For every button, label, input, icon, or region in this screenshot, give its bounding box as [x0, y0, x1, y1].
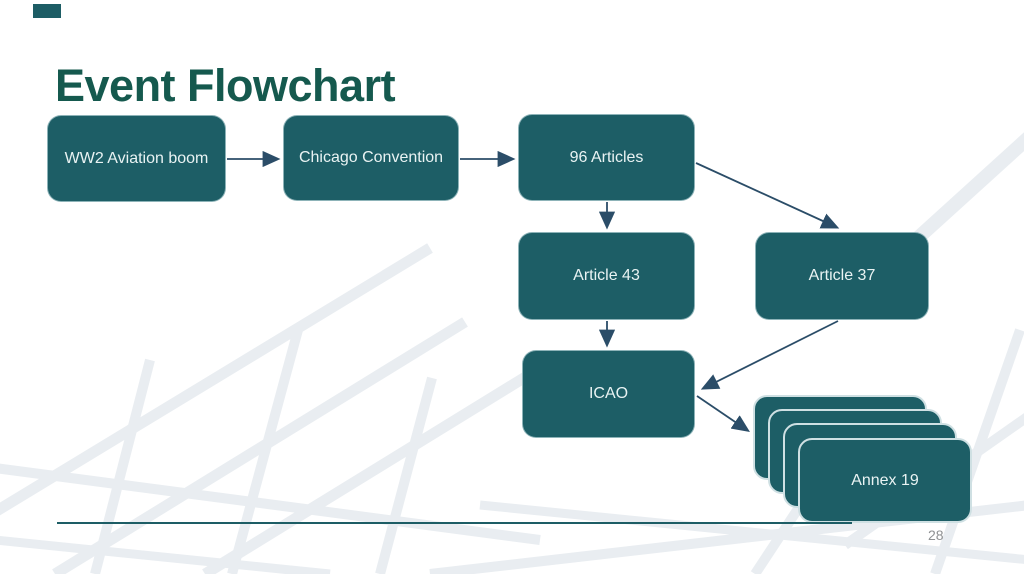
- flow-node-label: ICAO: [588, 385, 629, 402]
- flow-node-label: Article 43: [573, 267, 640, 284]
- flow-node-96-articles: 96 Articles: [518, 114, 695, 201]
- page-number: 28: [928, 527, 944, 543]
- flow-node-chicago-convention: Chicago Convention: [283, 115, 459, 201]
- flow-node-label: 96 Articles: [569, 148, 644, 166]
- flow-node-label: WW2 Aviation boom: [64, 149, 209, 167]
- flow-node-article-37: Article 37: [755, 232, 929, 320]
- flow-node-label: Annex 19: [851, 471, 919, 489]
- flow-node-label: Article 37: [808, 267, 876, 284]
- slide-title: Event Flowchart: [55, 60, 396, 112]
- flow-node-annex-19: Annex 19: [798, 438, 972, 523]
- slide-accent-square: [33, 4, 61, 18]
- flow-node-ww2-aviation-boom: WW2 Aviation boom: [47, 115, 226, 202]
- flow-node-article-43: Article 43: [518, 232, 695, 320]
- flow-node-label: Chicago Convention: [298, 149, 444, 166]
- flow-node-icao: ICAO: [522, 350, 695, 438]
- footer-rule: [57, 522, 852, 524]
